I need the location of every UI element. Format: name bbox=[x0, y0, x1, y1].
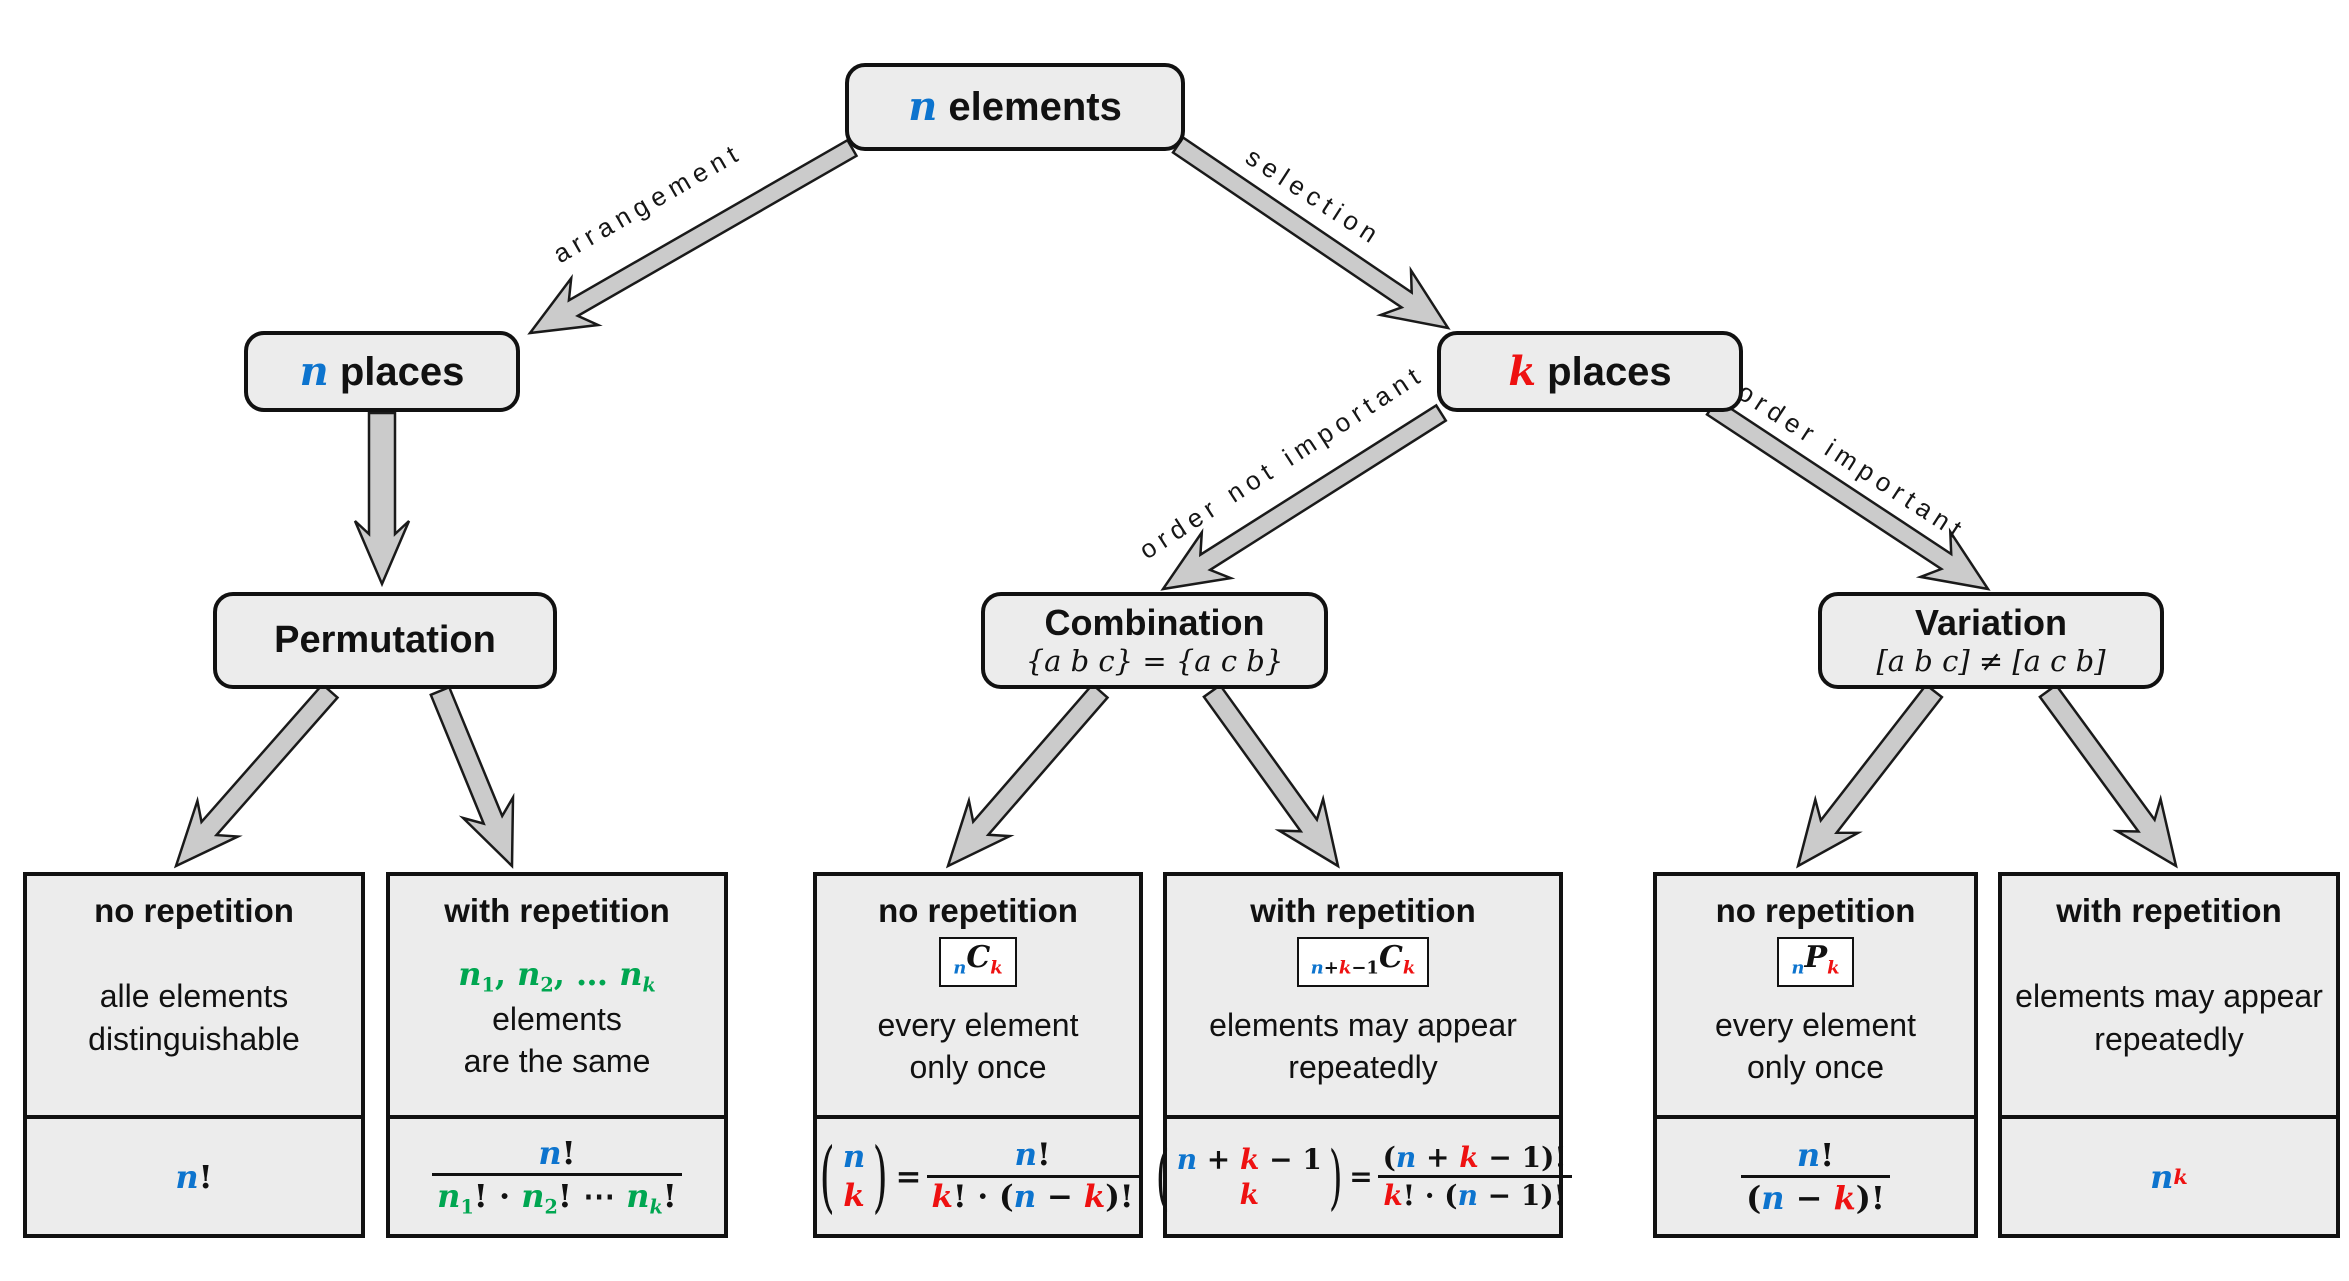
leaf-title: with repetition bbox=[2056, 892, 2282, 929]
arrow-connector bbox=[429, 685, 515, 869]
leaf-description: every element only once bbox=[1715, 987, 1916, 1115]
leaf-combination-no-repetition: no repetition nCk every element only onc… bbox=[813, 872, 1143, 1238]
formula-symbol-badge: nPk bbox=[1777, 937, 1854, 987]
node-k-places-label: k places bbox=[1508, 347, 1672, 395]
arrow-connector bbox=[945, 682, 1110, 869]
node-variation-label: Variation bbox=[1914, 601, 2068, 643]
node-combination-example: {a b c} = {a c b} bbox=[1025, 644, 1284, 679]
leaf-formula: n!(n − k)! bbox=[1657, 1119, 1974, 1234]
leaf-variation-with-repetition: with repetition elements may appear repe… bbox=[1998, 872, 2340, 1238]
desc-line: are the same bbox=[463, 1043, 651, 1080]
leaf-description-section: no repetition nPk every element only onc… bbox=[1657, 876, 1974, 1119]
node-permutation: Permutation bbox=[213, 592, 557, 689]
node-n-elements: n elements bbox=[845, 63, 1185, 151]
node-variation: Variation [a b c] ≠ [a c b] bbox=[1818, 592, 2164, 689]
desc-line: repeatedly bbox=[2094, 1020, 2244, 1057]
leaf-description-section: with repetition n1, n2, … nk elements ar… bbox=[390, 876, 724, 1119]
node-n-places: n places bbox=[244, 331, 520, 412]
leaf-title: no repetition bbox=[1715, 892, 1916, 929]
arrow-connector bbox=[2038, 683, 2178, 869]
leaf-title: with repetition bbox=[1250, 892, 1476, 929]
leaf-formula: n!n1! · n2! ⋯ nk! bbox=[390, 1119, 724, 1234]
arrow-connector bbox=[1705, 397, 1991, 591]
leaf-formula: n! bbox=[175, 1157, 213, 1196]
leaf-description-section: with repetition n+k−1Ck elements may app… bbox=[1167, 876, 1559, 1119]
node-n-elements-label: n elements bbox=[908, 83, 1122, 130]
leaf-description: elements may appear repeatedly bbox=[1209, 987, 1517, 1115]
node-permutation-label: Permutation bbox=[274, 618, 496, 661]
desc-line: repeatedly bbox=[1288, 1048, 1438, 1085]
arrow-connector bbox=[173, 682, 340, 869]
leaf-permutation-no-repetition: no repetition alle elements distinguisha… bbox=[23, 872, 365, 1238]
arrow-connector bbox=[1202, 683, 1340, 869]
leaf-title: with repetition bbox=[444, 892, 670, 929]
formula-symbol-badge: n+k−1Ck bbox=[1296, 937, 1430, 987]
leaf-description: n1, n2, … nk elements are the same bbox=[390, 930, 724, 1115]
desc-line: elements may appear bbox=[2015, 978, 2323, 1015]
arrow-connector bbox=[1796, 683, 1944, 869]
leaf-title: no repetition bbox=[878, 892, 1078, 929]
leaf-title: no repetition bbox=[94, 892, 294, 929]
leaf-combination-with-repetition: with repetition n+k−1Ck elements may app… bbox=[1156, 872, 1572, 1238]
leaf-description: elements may appear repeatedly bbox=[2015, 930, 2323, 1115]
node-k-places: k places bbox=[1437, 331, 1743, 412]
leaf-description: alle elements distinguishable bbox=[88, 930, 300, 1115]
node-combination-label: Combination bbox=[1044, 601, 1265, 643]
desc-line: distinguishable bbox=[88, 1020, 300, 1057]
arrow-connector bbox=[1160, 403, 1448, 591]
arrow-connector bbox=[353, 411, 411, 588]
desc-line: n1, n2, … nk elements bbox=[458, 954, 656, 1037]
desc-line: every element bbox=[877, 1006, 1079, 1043]
leaf-description: every element only once bbox=[878, 987, 1079, 1115]
desc-line: every element bbox=[1715, 1006, 1916, 1043]
desc-line: alle elements bbox=[99, 978, 289, 1015]
desc-line: only once bbox=[1747, 1048, 1884, 1085]
leaf-description-section: no repetition alle elements distinguisha… bbox=[27, 876, 361, 1119]
leaf-permutation-with-repetition: with repetition n1, n2, … nk elements ar… bbox=[386, 872, 728, 1238]
node-combination: Combination {a b c} = {a c b} bbox=[981, 592, 1328, 689]
node-n-places-label: n places bbox=[299, 347, 465, 395]
leaf-description-section: with repetition elements may appear repe… bbox=[2002, 876, 2336, 1119]
desc-line: only once bbox=[909, 1048, 1047, 1085]
desc-line: elements may appear bbox=[1209, 1006, 1517, 1043]
arrow-connector bbox=[527, 138, 859, 335]
leaf-variation-no-repetition: no repetition nPk every element only onc… bbox=[1653, 872, 1978, 1238]
leaf-description-section: no repetition nCk every element only onc… bbox=[817, 876, 1139, 1119]
node-variation-example: [a b c] ≠ [a c b] bbox=[1876, 644, 2106, 679]
formula-symbol-badge: nCk bbox=[939, 937, 1017, 987]
arrow-connector bbox=[1171, 135, 1451, 330]
